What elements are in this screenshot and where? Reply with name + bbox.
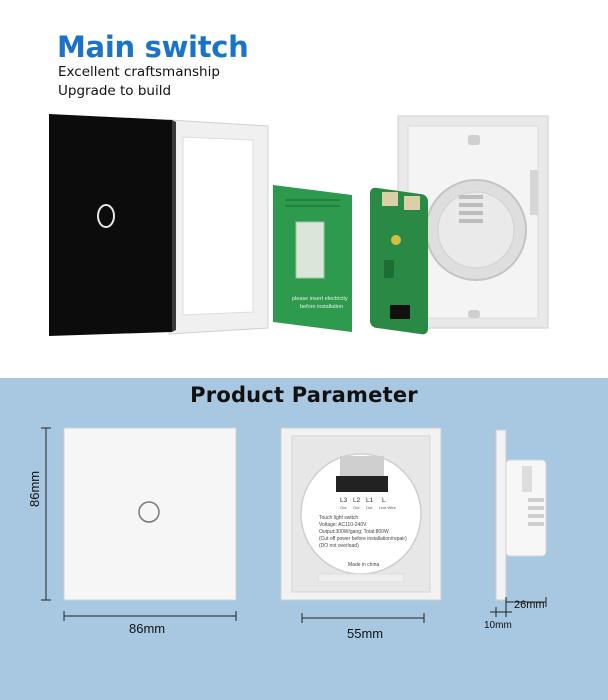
spec-line-5: (DO not overload): [319, 543, 359, 549]
side-thickness-label: 10mm: [484, 620, 512, 631]
spec-line-2: Voltage: AC110-240V: [319, 522, 367, 528]
main-pcb: please insert electricity before install…: [273, 185, 352, 332]
side-depth-label: 26mm: [514, 599, 545, 611]
glass-panel: [49, 114, 176, 336]
pcb-warning-line-1: please insert electricity: [292, 296, 348, 302]
white-frame: [168, 119, 269, 335]
back-spec-label: Touch light switch Voltage: AC110-240V O…: [319, 515, 407, 568]
power-pcb: [370, 187, 428, 335]
terminal-sub-l1: Out: [366, 505, 373, 510]
front-view: [41, 427, 237, 621]
back-view: L3 L2 L1 L Out Out Out Live Wire Touch l…: [280, 427, 442, 623]
parameter-title: Product Parameter: [190, 383, 418, 407]
front-width-label: 86mm: [129, 621, 166, 636]
dimension-drawing: L3 L2 L1 L Out Out Out Live Wire Touch l…: [41, 427, 547, 623]
touch-ring-icon: [97, 204, 115, 228]
touch-ring-icon: [138, 501, 160, 523]
page-title: Main switch: [57, 30, 249, 64]
spec-line-6: Made in china: [348, 562, 379, 568]
spec-line-1: Touch light switch: [319, 515, 358, 521]
exploded-view-illustration: please insert electricity before install…: [49, 114, 549, 336]
terminal-sub-l3: Out: [340, 505, 347, 510]
terminal-l1: L1: [366, 497, 374, 504]
terminal-l: L: [382, 497, 386, 504]
spec-line-3: Output:300W/gang; Total:800W: [319, 529, 389, 535]
terminal-labels: L3 L2 L1 L Out Out Out Live Wire: [340, 497, 396, 510]
terminal-sub-l: Live Wire: [379, 505, 396, 510]
spec-line-4: (Cut off power before installation/repai…: [319, 536, 407, 542]
front-height-label: 86mm: [27, 470, 42, 507]
mounting-plate: [397, 115, 549, 329]
terminal-l3: L3: [340, 497, 348, 504]
side-view: [490, 429, 547, 617]
terminal-l2: L2: [353, 497, 361, 504]
back-width-label: 55mm: [347, 626, 384, 641]
terminal-sub-l2: Out: [353, 505, 360, 510]
subtitle-line-2: Upgrade to build: [58, 83, 172, 99]
subtitle-line-1: Excellent craftsmanship: [58, 64, 220, 80]
pcb-warning-line-2: before installation: [300, 304, 343, 310]
